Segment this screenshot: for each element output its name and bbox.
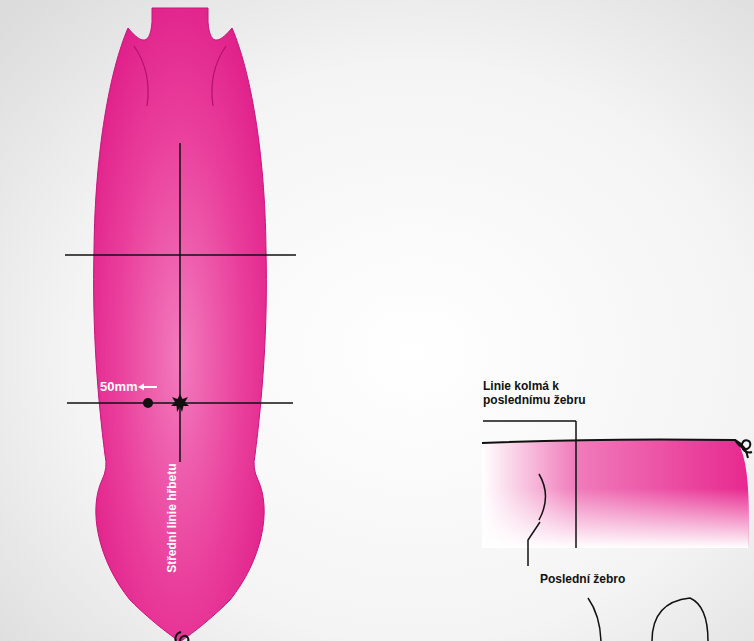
leader-line [483,420,576,422]
leg-outline [588,598,601,641]
last-rib [539,474,546,520]
lobe-line [134,46,148,106]
midline-label: Střední linie hřbetu [165,464,179,573]
lobe-line [212,46,226,106]
midline [179,143,181,462]
leader-line [528,522,540,566]
line-label: Linie kolmá k poslednímu žebru [483,379,605,408]
measure-dot [143,398,153,408]
side-view-body [482,439,749,548]
tail-curl [735,440,752,452]
measure-star [171,394,189,412]
rib-label: Poslední žebro [540,572,625,586]
leg-outline [652,598,708,641]
side-view-fade [482,439,749,548]
tail-curl [175,632,188,641]
perpendicular-line [575,421,577,548]
arrow-shaft [142,386,157,388]
carcass-outline [94,8,267,641]
arrow-head [138,384,144,391]
back-line [482,439,748,458]
dimension-label: 50mm [100,379,138,395]
